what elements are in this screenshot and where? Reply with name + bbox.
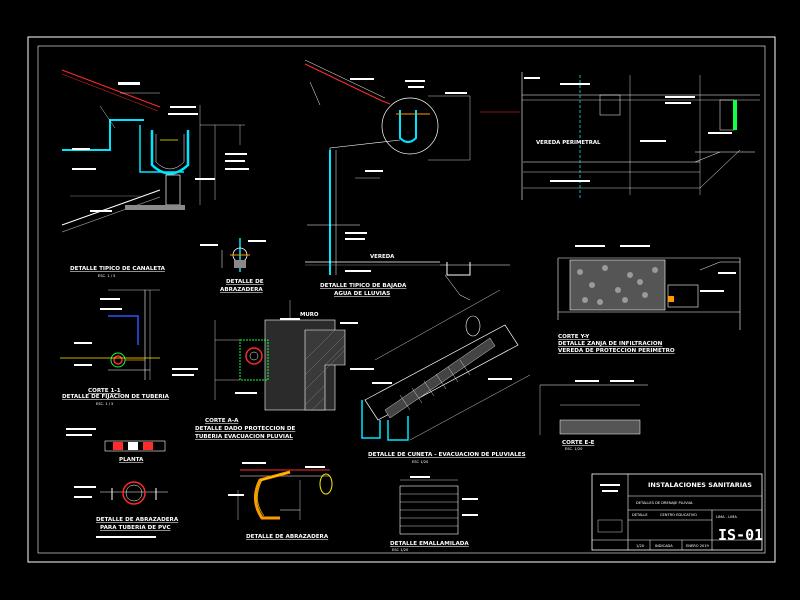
canaleta-scale: ESC. 1 / 5 [98, 274, 115, 278]
detail-proteccion: MURO CORTE A-A DETALLE DADO PROTECCION D… [172, 300, 358, 440]
abrazadera-big-title: DETALLE DE ABRAZADERA [246, 534, 329, 540]
fijacion-scale: ESC. 1 / 5 [96, 402, 113, 406]
detail-bajada: VEREDA DETALLE TIPICO DE BAJADA AGUA DE … [304, 59, 520, 301]
abrazadera-small-title-1: DETALLE DE [226, 279, 264, 285]
detail-zanja: CORTE Y-Y DETALLE ZANJA DE INFILTRACION … [557, 245, 741, 354]
abrazadera-pvc-title-1: DETALLE DE ABRAZADERA [96, 517, 179, 523]
tb-detalle-label: DETALLE [632, 513, 648, 517]
inner-border [37, 45, 766, 554]
tb-location: LIMA - LIMA [716, 515, 737, 519]
tb-title: INSTALACIONES SANITARIAS [648, 481, 752, 489]
tb-detalle-value: CENTRO EDUCATIVO [660, 513, 697, 517]
detail-emballaminado: DETALLE EMALLAMILADA ESC 1/20 [390, 476, 478, 552]
tb-cell-c: ENERO 2019 [686, 544, 710, 548]
abrazadera-pvc-title-2: PARA TUBERIA DE PVC [100, 525, 171, 531]
cuneta-title-1: DETALLE DE CUNETA - EVACUACION DE PLUVIA… [368, 452, 526, 458]
corte-ee-title: CORTE E-E [562, 440, 595, 446]
zanja-title-2: DETALLE ZANJA DE INFILTRACION [558, 341, 663, 347]
proteccion-title-1: CORTE A-A [205, 418, 239, 424]
detail-fijacion: CORTE 1-1 DETALLE DE FIJACION DE TUBERIA… [60, 289, 170, 406]
detail-vereda-perimetral: VEREDA PERIMETRAL [521, 72, 760, 200]
bajada-vereda: VEREDA [370, 254, 395, 260]
detail-abrazadera-big: DETALLE DE ABRAZADERA [228, 462, 333, 540]
detail-planta: PLANTA [66, 428, 166, 463]
outer-border [27, 36, 776, 563]
proteccion-title-3: TUBERIA EVACUACION PLUVIAL [195, 434, 293, 440]
zanja-title-1: CORTE Y-Y [558, 334, 590, 340]
proteccion-muro-label: MURO [300, 312, 319, 318]
fijacion-title-2: DETALLE DE FIJACION DE TUBERIA [62, 394, 170, 400]
vereda-perimetral-label: VEREDA PERIMETRAL [536, 140, 601, 146]
detail-abrazadera-small: DETALLE DE ABRAZADERA [200, 238, 266, 293]
tb-cell-a: 1/20 [636, 544, 645, 548]
canaleta-title: DETALLE TIPICO DE CANALETA [70, 266, 166, 272]
detail-corte-ee: CORTE E-E ESC. 1/20 [539, 380, 648, 451]
detail-cuneta: DETALLE DE CUNETA - EVACUACION DE PLUVIA… [350, 289, 531, 464]
tb-sheet-code: IS-01 [718, 526, 763, 544]
tb-cell-b: INDICADA [655, 544, 673, 548]
abrazadera-small-title-2: ABRAZADERA [220, 287, 263, 293]
title-block: INSTALACIONES SANITARIAS DETALLES DE DRE… [591, 473, 763, 551]
emballaminado-scale: ESC 1/20 [392, 548, 409, 552]
bajada-title-1: DETALLE TIPICO DE BAJADA [320, 283, 407, 289]
emballaminado-title: DETALLE EMALLAMILADA [390, 541, 469, 547]
corte-ee-scale: ESC. 1/20 [565, 447, 583, 451]
tb-subtitle: DETALLES DE DRENAJE PLUVIAL [636, 501, 693, 505]
zanja-title-3: VEREDA DE PROTECCION PERIMETRO [558, 348, 675, 354]
planta-title: PLANTA [119, 457, 144, 463]
detail-abrazadera-pvc: DETALLE DE ABRAZADERA PARA TUBERIA DE PV… [74, 481, 179, 538]
detail-canaleta: DETALLE TIPICO DE CANALETA ESC. 1 / 5 [61, 69, 249, 278]
cuneta-title-2: ESC 1/20 [412, 460, 429, 464]
proteccion-title-2: DETALLE DADO PROTECCION DE [195, 426, 296, 432]
fijacion-title-1: CORTE 1-1 [88, 388, 121, 394]
bajada-title-2: AGUA DE LLUVIAS [334, 291, 390, 297]
